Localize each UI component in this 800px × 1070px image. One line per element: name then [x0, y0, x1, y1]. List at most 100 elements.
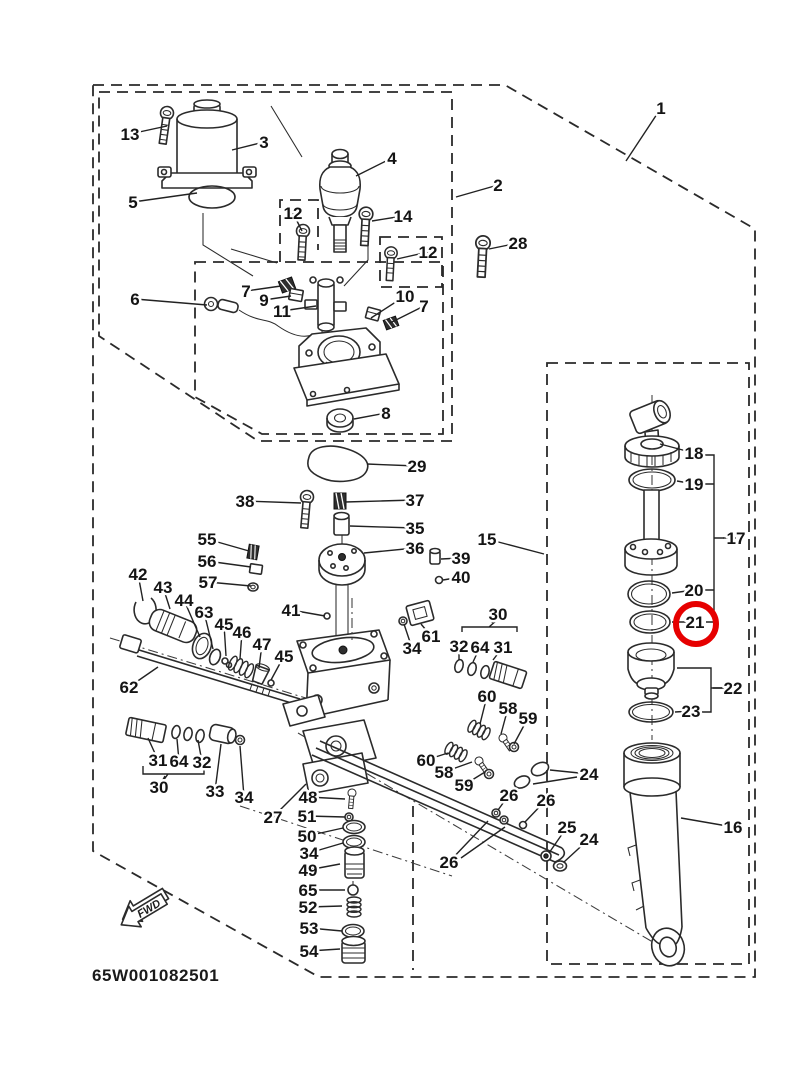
leader-line-24-63: [563, 838, 590, 863]
leader-24-second: [532, 776, 578, 785]
callout-33-56: 33: [206, 782, 225, 801]
callout-3-3: 3: [259, 133, 268, 152]
leader-line-8-16: [353, 412, 387, 420]
callout-41-36: 41: [282, 601, 301, 620]
callout-34-38: 34: [403, 639, 422, 658]
motor-subassembly-box: [98, 91, 453, 442]
callout-46-33: 46: [233, 623, 252, 642]
leader-line-2-1: [455, 184, 499, 198]
leader-line-31-42: [492, 646, 504, 661]
parts-layer: [119, 99, 686, 967]
leader-line-60-68: [425, 752, 449, 761]
valve-block: [277, 276, 400, 332]
leader-line-24-59: [549, 769, 590, 775]
callout-43-29: 43: [154, 578, 173, 597]
bracket-30-left: [142, 766, 205, 782]
leader-line-46-33: [239, 631, 243, 660]
washer-8: [326, 408, 354, 433]
callout-25-62: 25: [558, 818, 577, 837]
trim-motor: [157, 99, 257, 209]
leader-line-7-10: [245, 285, 282, 292]
bolt12-box-left: [279, 199, 319, 262]
parts-39-40: [429, 547, 444, 585]
callout-14-7: 14: [394, 207, 413, 226]
callout-45-32: 45: [215, 615, 234, 634]
callout-10-14: 10: [396, 287, 415, 306]
callout-28-9: 28: [509, 234, 528, 253]
leader-line-27-58: [272, 783, 307, 818]
drawing-number: 65W001082501: [92, 966, 219, 985]
callout-27-58: 27: [264, 808, 283, 827]
callout-5-5: 5: [128, 193, 137, 212]
leader-line-54-79: [308, 948, 341, 952]
callout-49-75: 49: [299, 861, 318, 880]
callout-58-69: 58: [435, 763, 454, 782]
callout-2-1: 2: [493, 176, 502, 195]
leader-line-45-32: [223, 623, 227, 657]
callout-26-64: 26: [440, 853, 459, 872]
leader-line-12-6: [292, 212, 303, 232]
leader-line-53-78: [308, 927, 343, 932]
callout-17-46: 17: [727, 529, 746, 548]
callout-12-6: 12: [284, 204, 303, 223]
leader-line-48-71: [307, 796, 346, 800]
bracket-30-right: [461, 619, 518, 632]
leader-line-20-47: [671, 589, 695, 594]
leader-line-62-43: [128, 666, 159, 688]
callout-36-21: 36: [406, 539, 425, 558]
oring-20: [627, 580, 671, 608]
cylinder-tube-16: [623, 742, 686, 967]
reservoir-body: [293, 327, 400, 407]
callout-29-17: 29: [408, 457, 427, 476]
leader-line-64-53: [176, 738, 180, 762]
callout-16-51: 16: [724, 818, 743, 837]
callout-60-65: 60: [478, 687, 497, 706]
leader-line-51-72: [306, 815, 346, 818]
fwd-label: FWD: [135, 898, 163, 921]
manual-valve-column: [341, 788, 366, 964]
oring-cluster: [491, 761, 568, 872]
pump-unit: [318, 148, 362, 253]
callout-53-78: 53: [300, 919, 319, 938]
leader-line-36-21: [363, 547, 416, 554]
leader-line-3-3: [231, 141, 265, 151]
fwd-arrow: FWD: [120, 887, 170, 928]
leader-line-58-69: [443, 761, 473, 773]
callout-19-45: 19: [685, 475, 704, 494]
callout-9-11: 9: [259, 291, 268, 310]
callout-1-0: 1: [656, 99, 665, 118]
pin-35: [333, 511, 350, 536]
leader-line-43-29: [162, 586, 171, 610]
callout-35-20: 35: [406, 519, 425, 538]
leader-line-23-50: [674, 710, 692, 713]
leader-line-28-9: [488, 242, 519, 250]
leader-line-50-73: [306, 827, 344, 837]
release-screw-61: [398, 599, 435, 627]
callout-34-57: 34: [235, 788, 254, 807]
callout-22-49: 22: [724, 679, 743, 698]
callout-24-63: 24: [580, 830, 599, 849]
leader-line-11-12: [281, 305, 317, 312]
leader-line-13-2: [129, 125, 168, 135]
leader-line-7-15: [389, 305, 425, 324]
callout-6-13: 6: [130, 290, 139, 309]
valve-springs: [444, 719, 520, 780]
callout-50-73: 50: [298, 827, 317, 846]
bracket-17: [703, 454, 724, 623]
callout-38-18: 38: [236, 492, 255, 511]
oring-23: [628, 701, 674, 723]
bolt-12-right: [384, 246, 398, 282]
leader-line-34-57: [239, 745, 245, 798]
main-cylinder-body: [282, 598, 391, 795]
leader-line-26-61: [524, 799, 547, 823]
callout-30-55: 30: [150, 778, 169, 797]
callout-30-39: 30: [489, 605, 508, 624]
oring-29: [307, 445, 369, 483]
bolt-14: [358, 206, 374, 247]
leader-line-42-28: [137, 573, 144, 602]
leader-line-6-13: [134, 298, 208, 306]
callout-62-43: 62: [120, 678, 139, 697]
leader-line-14-7: [371, 215, 404, 222]
relief-valve-group: [125, 716, 246, 746]
cylinder-subassembly-box: [546, 362, 750, 965]
